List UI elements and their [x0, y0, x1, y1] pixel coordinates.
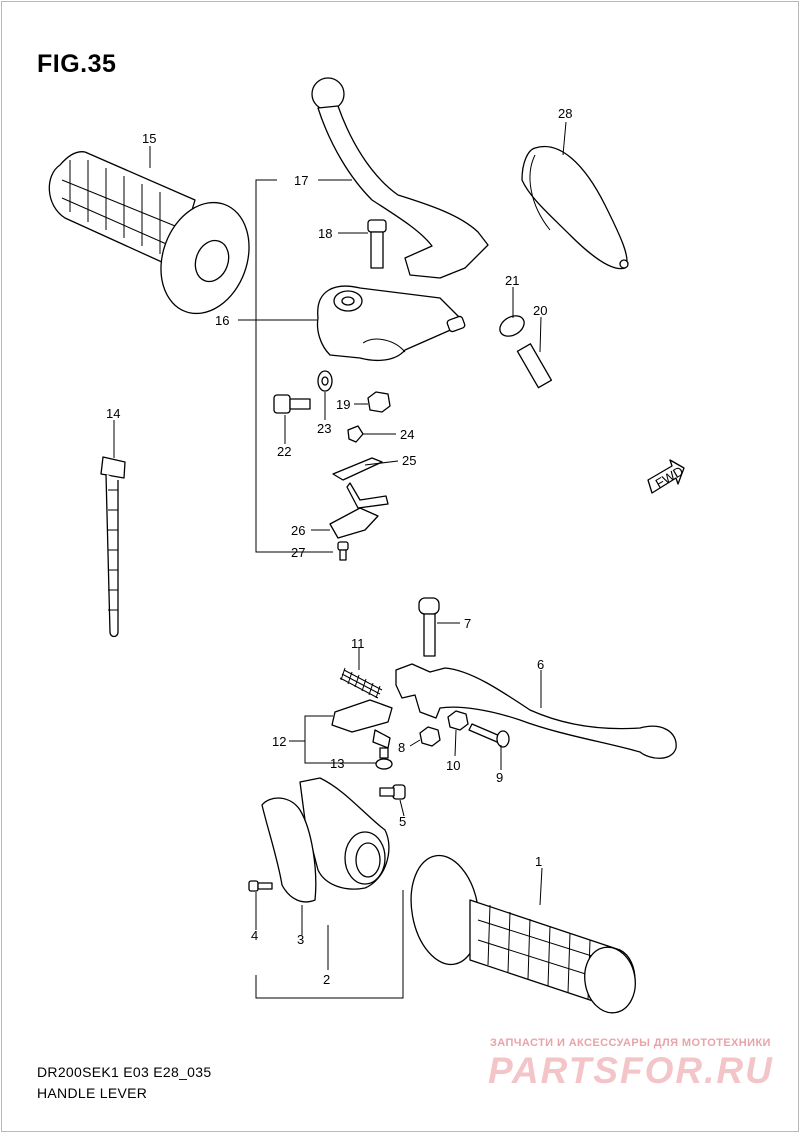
callout-18: 18 [318, 226, 332, 241]
part-14-cable-tie [100, 456, 126, 638]
part-10-nut [447, 710, 469, 731]
part-1-right-grip [410, 854, 636, 1014]
callout-6: 6 [537, 657, 544, 672]
callout-26: 26 [291, 523, 305, 538]
part-15-left-grip [48, 151, 250, 315]
part-26-switch-body [329, 507, 379, 539]
part-24-screw [347, 425, 364, 443]
callout-15: 15 [142, 131, 156, 146]
fwd-arrow-icon: FWD [647, 459, 686, 494]
callout-3: 3 [297, 932, 304, 947]
part-20-adjuster [516, 343, 553, 389]
callout-4: 4 [251, 928, 258, 943]
part-12-brake-switch [331, 699, 393, 749]
callout-21: 21 [505, 273, 519, 288]
callout-13: 13 [330, 756, 344, 771]
part-11-spring [339, 667, 383, 699]
watermark-tagline: ЗАПЧАСТИ И АКСЕССУАРЫ ДЛЯ МОТОТЕХНИКИ [490, 1037, 771, 1049]
part-8-nut [419, 726, 441, 747]
part-22-bolt [273, 394, 311, 414]
part-5-bolt [379, 784, 406, 800]
callout-24: 24 [400, 427, 414, 442]
callout-23: 23 [317, 421, 331, 436]
part-25-switch-plate [332, 457, 389, 509]
part-9-screw [468, 723, 510, 748]
part-28-lever-cover [521, 145, 629, 270]
model-code: DR200SEK1 E03 E28_035 [37, 1064, 212, 1080]
callout-12: 12 [272, 734, 286, 749]
part-3-holder-clamp [261, 797, 317, 903]
part-27-screw [337, 541, 349, 561]
callout-20: 20 [533, 303, 547, 318]
part-18-pivot-bolt [367, 219, 387, 269]
callout-7: 7 [464, 616, 471, 631]
callout-27: 27 [291, 545, 305, 560]
watermark-logo: PARTSFOR.RU [488, 1050, 774, 1091]
callout-28: 28 [558, 106, 572, 121]
callout-numbers: 1 2 3 4 5 6 7 8 9 10 11 12 13 14 15 16 1… [106, 106, 572, 987]
callout-8: 8 [398, 740, 405, 755]
part-19-nut [367, 391, 391, 413]
figure-title: FIG.35 [37, 50, 117, 78]
figure-name: HANDLE LEVER [37, 1085, 148, 1101]
callout-14: 14 [106, 406, 120, 421]
callout-17: 17 [294, 173, 308, 188]
callout-19: 19 [336, 397, 350, 412]
part-4-screw [248, 880, 273, 892]
part-17-clutch-lever [311, 77, 489, 279]
callout-11: 11 [351, 636, 365, 651]
part-7-pivot-bolt [418, 597, 440, 657]
part-6-brake-lever [395, 663, 677, 759]
callout-1: 1 [535, 854, 542, 869]
callout-leaders [113, 121, 567, 999]
part-13-screw [375, 747, 393, 770]
callout-25: 25 [402, 453, 416, 468]
part-21-locknut [499, 315, 525, 337]
callout-16: 16 [215, 313, 229, 328]
part-2-lever-holder [299, 777, 390, 890]
part-23-washer [317, 370, 333, 392]
part-16-lever-holder [316, 285, 466, 362]
callout-2: 2 [323, 972, 330, 987]
callout-22: 22 [277, 444, 291, 459]
callout-9: 9 [496, 770, 503, 785]
callout-5: 5 [399, 814, 406, 829]
callout-10: 10 [446, 758, 460, 773]
